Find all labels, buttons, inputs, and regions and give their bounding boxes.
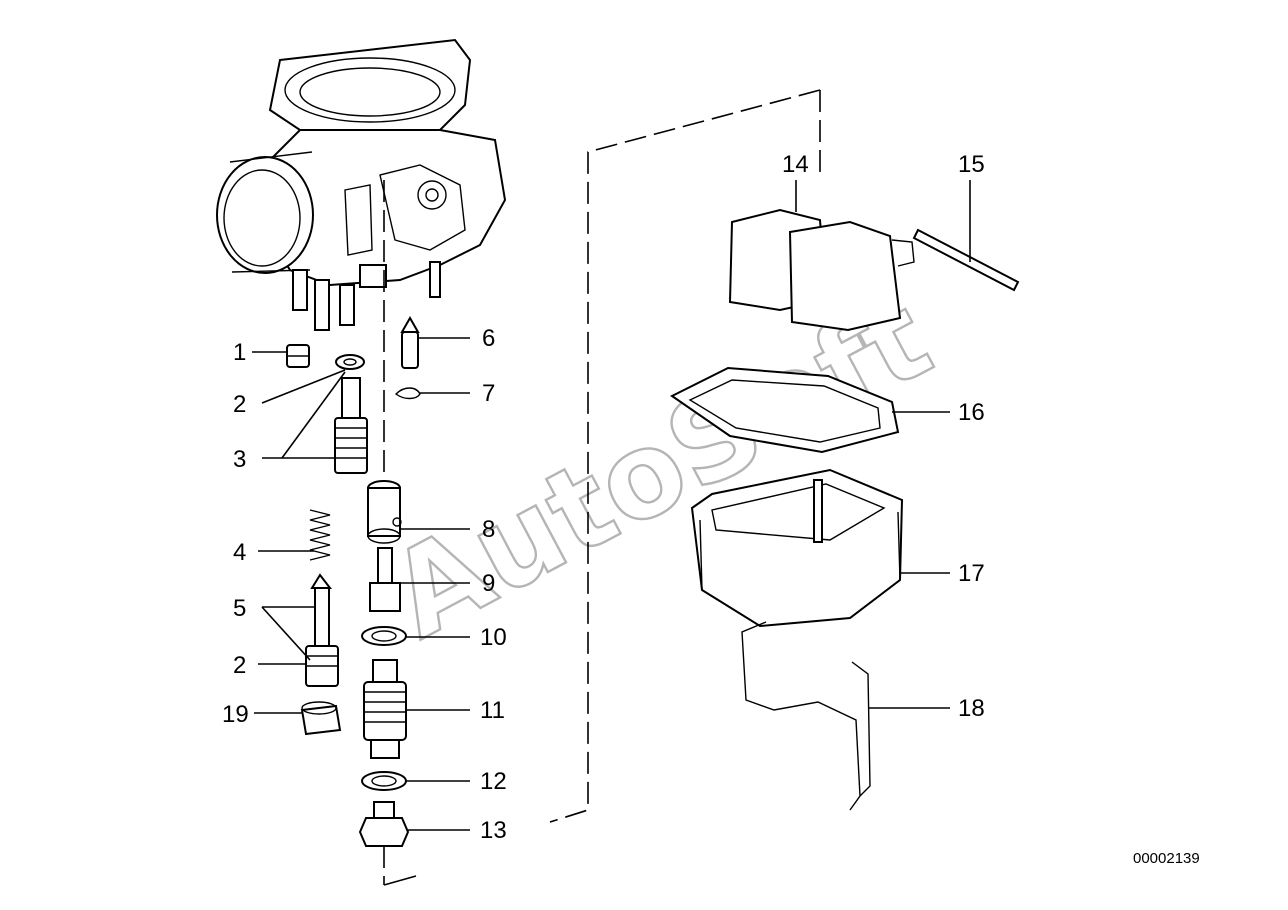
callout-4: 4 — [233, 539, 246, 566]
part-5-needle-screw — [305, 573, 339, 687]
part-12-washer — [361, 771, 407, 791]
part-19-cap — [300, 701, 342, 736]
part-16-gasket — [670, 366, 900, 454]
callout-15: 15 — [958, 151, 985, 178]
callout-10: 10 — [480, 624, 507, 651]
callout-3: 3 — [233, 446, 246, 473]
callout-6: 6 — [482, 325, 495, 352]
part-18-bowl-clip — [741, 621, 871, 811]
callout-12: 12 — [480, 768, 507, 795]
part-7-clip — [394, 387, 421, 400]
callout-11: 11 — [480, 697, 505, 724]
callout-17: 17 — [958, 560, 985, 587]
part-4-spring — [309, 509, 331, 561]
callout-9: 9 — [482, 570, 495, 597]
part-6-float-needle — [400, 315, 420, 369]
callout-7: 7 — [482, 380, 495, 407]
callout-2-top: 2 — [233, 391, 246, 418]
callout-5: 5 — [233, 595, 246, 622]
part-17-float-bowl — [690, 468, 904, 628]
part-2-washer-top — [335, 354, 365, 370]
callout-1: 1 — [233, 339, 246, 366]
callout-19: 19 — [222, 701, 249, 728]
callout-8: 8 — [482, 516, 495, 543]
part-3-jet-assembly — [334, 377, 368, 474]
callout-13: 13 — [480, 817, 507, 844]
part-13-plug-screw — [358, 801, 410, 847]
part-15-float-pin — [912, 228, 1020, 292]
part-9-needle-jet — [369, 547, 401, 612]
leader-lines — [252, 180, 971, 831]
callout-16: 16 — [958, 399, 985, 426]
callout-18: 18 — [958, 695, 985, 722]
part-11-main-jet-holder — [363, 659, 407, 759]
part-10-washer — [361, 626, 407, 646]
part-14-floats — [728, 208, 915, 332]
center-axis-end — [383, 875, 417, 886]
doc-number: 00002139 — [1133, 850, 1200, 867]
part-1-screw — [286, 344, 310, 368]
callout-2-bottom: 2 — [233, 652, 246, 679]
callout-14: 14 — [782, 151, 809, 178]
carburetor-body — [216, 38, 507, 331]
group-bracket — [549, 89, 821, 823]
part-8-jet-holder — [367, 480, 402, 544]
